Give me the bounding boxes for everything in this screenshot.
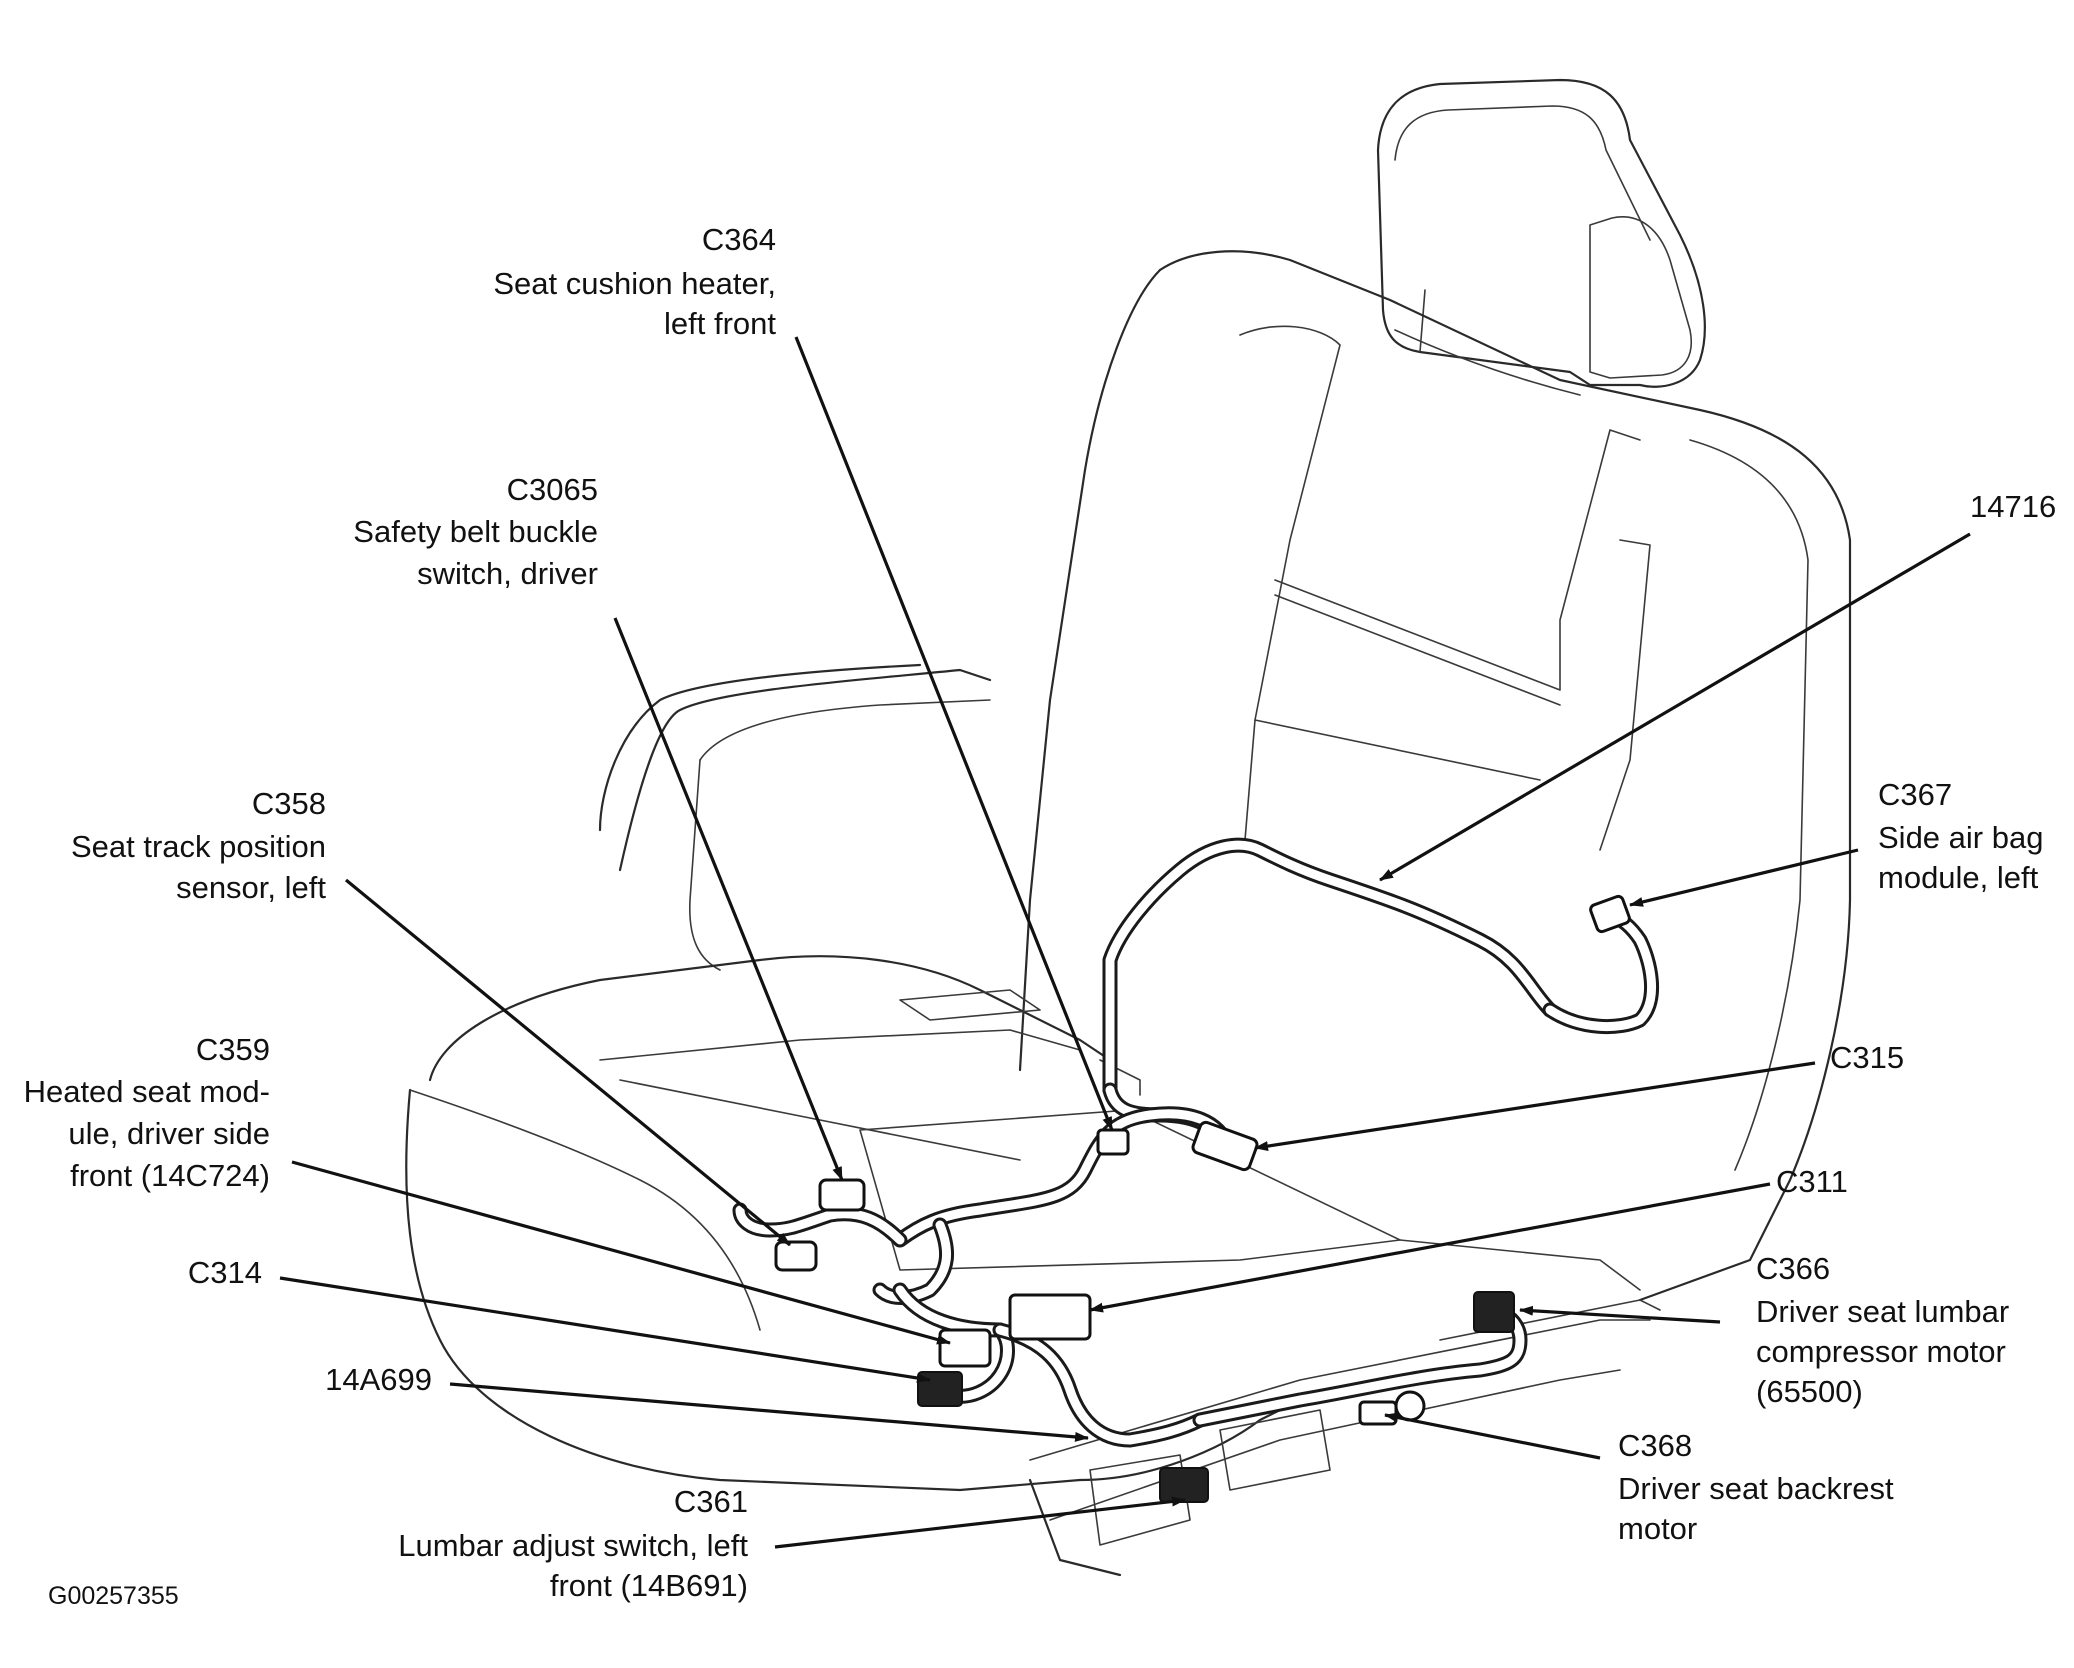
callout-code: 14716 bbox=[1970, 489, 2056, 524]
callout-c314: C314 bbox=[188, 1255, 262, 1290]
motor-housing bbox=[1394, 1390, 1426, 1422]
leader-c358 bbox=[344, 878, 792, 1247]
leader-c366 bbox=[1519, 1305, 1721, 1324]
leader-c361 bbox=[774, 1496, 1186, 1549]
connector-c367 bbox=[1589, 894, 1631, 934]
callout-code: C359 bbox=[196, 1032, 270, 1067]
connector-c361 bbox=[1159, 1467, 1209, 1503]
connector-c311 bbox=[1008, 1293, 1092, 1341]
leader-c315 bbox=[1254, 1061, 1816, 1151]
callout-code: C314 bbox=[188, 1255, 262, 1290]
leader-c3065 bbox=[613, 617, 844, 1181]
leader-14716 bbox=[1379, 532, 1971, 882]
callout-description: sensor, left bbox=[176, 870, 326, 905]
callout-c361: C361 Lumbar adjust switch, left front (1… bbox=[398, 1484, 748, 1603]
wiring-harness bbox=[732, 837, 1660, 1448]
callout-code: C368 bbox=[1618, 1428, 1692, 1463]
callout-description: Lumbar adjust switch, left bbox=[398, 1528, 748, 1563]
callout-code: C367 bbox=[1878, 777, 1952, 812]
connectors bbox=[774, 894, 1631, 1503]
callout-description: (65500) bbox=[1756, 1374, 1863, 1409]
connector-c3065 bbox=[818, 1178, 866, 1212]
callout-description: Driver seat backrest bbox=[1618, 1471, 1894, 1506]
callout-c3065: C3065 Safety belt buckle switch, driver bbox=[353, 472, 598, 591]
backrest bbox=[1018, 250, 1852, 1302]
callout-c364: C364 Seat cushion heater, left front bbox=[493, 222, 776, 341]
callout-description: Safety belt buckle bbox=[353, 514, 598, 549]
callout-14716: 14716 bbox=[1970, 489, 2056, 524]
callout-code: C364 bbox=[702, 222, 776, 257]
callout-c366: C366 Driver seat lumbar compressor motor… bbox=[1756, 1251, 2009, 1409]
callout-description: left front bbox=[664, 306, 776, 341]
leader-c359 bbox=[291, 1160, 951, 1345]
callout-c367: C367 Side air bag module, left bbox=[1878, 777, 2043, 895]
callout-c315: C315 bbox=[1830, 1040, 1904, 1075]
figure-id: G00257355 bbox=[48, 1582, 179, 1610]
leader-lines bbox=[279, 336, 1971, 1549]
connector-c368 bbox=[1358, 1400, 1398, 1426]
headrest bbox=[1376, 78, 1706, 388]
callout-code: C361 bbox=[674, 1484, 748, 1519]
callout-code: C311 bbox=[1776, 1164, 1848, 1199]
callout-description: module, left bbox=[1878, 860, 2039, 895]
connector-c364 bbox=[1096, 1128, 1130, 1156]
seat-cushion bbox=[405, 663, 1661, 1577]
callout-14a699: 14A699 bbox=[325, 1362, 432, 1397]
callout-description: ule, driver side bbox=[68, 1116, 270, 1151]
connector-c358 bbox=[774, 1240, 818, 1272]
leader-c367 bbox=[1629, 848, 1859, 907]
callout-code: 14A699 bbox=[325, 1362, 432, 1397]
leader-c311 bbox=[1089, 1182, 1771, 1313]
callout-description: motor bbox=[1618, 1511, 1697, 1546]
callout-description: Driver seat lumbar bbox=[1756, 1294, 2009, 1329]
callout-description: Seat cushion heater, bbox=[493, 266, 776, 301]
callout-description: Seat track position bbox=[71, 829, 326, 864]
callout-code: C315 bbox=[1830, 1040, 1904, 1075]
connector-c366 bbox=[1473, 1291, 1515, 1333]
seat-illustration bbox=[405, 78, 1852, 1577]
connector-c359 bbox=[938, 1328, 992, 1368]
callout-description: switch, driver bbox=[417, 556, 598, 591]
callout-code: C358 bbox=[252, 786, 326, 821]
leader-c364 bbox=[794, 336, 1114, 1131]
callout-description: front (14B691) bbox=[550, 1568, 748, 1603]
callout-c368: C368 Driver seat backrest motor bbox=[1618, 1428, 1894, 1546]
callout-c311: C311 bbox=[1776, 1164, 1848, 1199]
connector-c314 bbox=[917, 1371, 963, 1407]
callout-description: Heated seat mod- bbox=[24, 1074, 270, 1109]
callout-description: Side air bag bbox=[1878, 820, 2043, 855]
leader-c368 bbox=[1384, 1412, 1601, 1460]
leader-14a699 bbox=[449, 1382, 1089, 1442]
leader-c314 bbox=[279, 1276, 931, 1383]
connector-c315 bbox=[1191, 1120, 1259, 1172]
callout-code: C3065 bbox=[507, 472, 598, 507]
callout-description: compressor motor bbox=[1756, 1334, 2006, 1369]
callout-description: front (14C724) bbox=[70, 1158, 270, 1193]
callout-c359: C359 Heated seat mod- ule, driver side f… bbox=[24, 1032, 270, 1193]
callout-code: C366 bbox=[1756, 1251, 1830, 1286]
callout-c358: C358 Seat track position sensor, left bbox=[71, 786, 326, 905]
